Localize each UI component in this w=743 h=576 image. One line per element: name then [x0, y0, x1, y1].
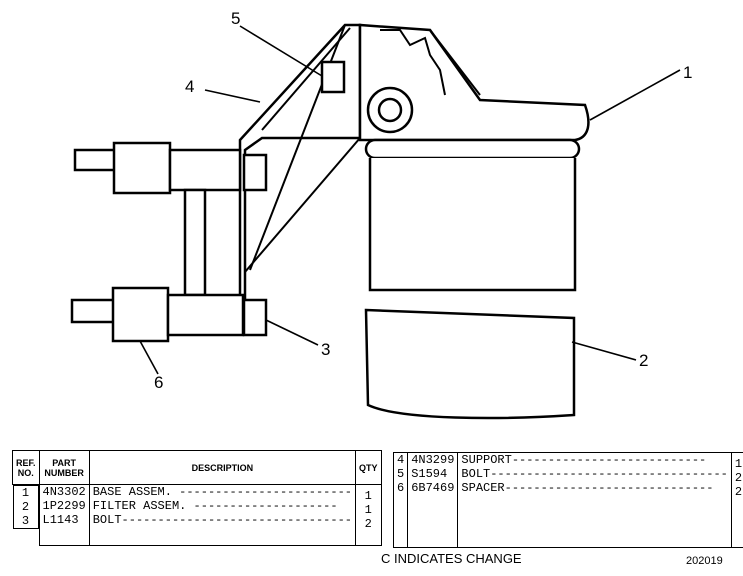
qty-column: 1 2 2	[730, 452, 743, 548]
change-note: C INDICATES CHANGE	[381, 551, 522, 566]
ref-cell: 3	[21, 514, 30, 528]
callout-4: 4	[185, 77, 195, 96]
table-row: 4 5 6 4N3299 S1594 6B7469 SUPPORT-------…	[392, 452, 743, 548]
bolt-5	[320, 60, 346, 94]
part-cell: L1143	[42, 513, 79, 527]
description-cell: BASE ASSEM. ------------------------	[92, 485, 352, 499]
ref-cell: 4	[397, 453, 405, 467]
part-cell: 1P2299	[42, 499, 86, 513]
upper-spacer	[73, 141, 242, 195]
description-cell: SUPPORT---------------------------	[461, 453, 707, 467]
ref-column: 4 5 6	[392, 452, 409, 548]
part-column: 4N3299 S1594 6B7469	[407, 452, 459, 548]
callout-2: 2	[639, 351, 649, 370]
leader-lines	[139, 25, 681, 375]
qty-cell: 1	[364, 503, 372, 517]
header-qty: QTY	[354, 450, 382, 485]
table-header-row: REF. NO. PART NUMBER DESCRIPTION QTY	[12, 450, 382, 485]
description-column: BASE ASSEM. ------------------------ FIL…	[88, 484, 356, 546]
ref-cell: 5	[397, 467, 405, 481]
description-cell: FILTER ASSEM. --------------------	[92, 499, 338, 513]
qty-cell: 2	[734, 485, 743, 499]
qty-cell: 1	[734, 457, 743, 471]
parts-table-right: 4 5 6 4N3299 S1594 6B7469 SUPPORT-------…	[392, 452, 743, 548]
drawing-number: 202019	[686, 555, 723, 567]
ref-column: 1 2 3	[12, 485, 39, 529]
qty-cell: 2	[364, 517, 372, 531]
part-cell: 4N3302	[42, 485, 86, 499]
part-cell: S1594	[411, 467, 448, 481]
part-column: 4N3302 1P2299 L1143	[38, 484, 90, 546]
callout-6: 6	[154, 373, 164, 392]
callout-3: 3	[321, 340, 331, 359]
ref-cell: 2	[21, 500, 30, 514]
description-cell: SPACER-----------------------------	[461, 481, 714, 495]
callout-1: 1	[683, 63, 693, 82]
qty-cell: 1	[364, 489, 372, 503]
qty-cell: 2	[734, 471, 743, 485]
header-ref-no: REF. NO.	[12, 450, 40, 485]
table-row: 1 2 3 4N3302 1P2299 L1143 BASE ASSEM. --…	[12, 484, 382, 546]
callout-5: 5	[231, 9, 241, 28]
ref-cell: 6	[397, 481, 405, 495]
description-column: SUPPORT--------------------------- BOLT-…	[457, 452, 732, 548]
filter-canister	[364, 138, 581, 420]
description-cell: BOLT--------------------------------	[92, 513, 352, 527]
exploded-parts-drawing	[70, 23, 681, 420]
parts-table-left: REF. NO. PART NUMBER DESCRIPTION QTY 1 2…	[12, 450, 382, 546]
qty-column: 1 1 2	[354, 484, 382, 546]
header-part-number: PART NUMBER	[38, 450, 90, 485]
vertical-bar	[183, 188, 207, 297]
lower-spacer	[70, 286, 245, 343]
header-description: DESCRIPTION	[88, 450, 356, 485]
part-cell: 6B7469	[411, 481, 455, 495]
bolt-3	[242, 153, 268, 337]
part-cell: 4N3299	[411, 453, 455, 467]
description-cell: BOLT---------------------------------	[461, 467, 728, 481]
ref-cell: 1	[21, 486, 30, 500]
base-assembly	[358, 23, 590, 142]
